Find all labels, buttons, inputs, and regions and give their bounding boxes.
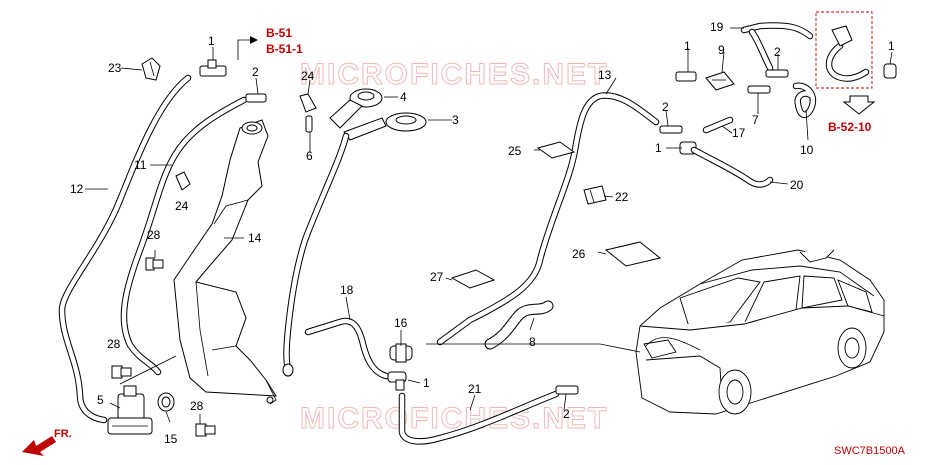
hose-19-down (748, 28, 774, 72)
leader-lines (85, 27, 893, 424)
bolt-28b (111, 365, 132, 379)
callout-1-upper: 1 (684, 39, 691, 53)
hose-20 (690, 146, 774, 188)
callout-1-top: 1 (208, 34, 215, 48)
grommet-16 (389, 343, 413, 363)
clip-23 (141, 57, 161, 81)
callout-18: 18 (340, 283, 354, 297)
hose-12 (58, 74, 192, 424)
hose-18 (304, 317, 390, 380)
joint-7 (747, 85, 771, 94)
callout-labels: 1 2 23 12 11 24 28 14 28 5 15 28 24 6 4 … (70, 20, 895, 446)
callout-28-c: 28 (190, 399, 204, 413)
reservoir-tank-14 (173, 119, 277, 405)
joint-1-upper-right (675, 71, 697, 82)
callout-17: 17 (732, 126, 746, 140)
joint-1-far-right (883, 63, 897, 79)
ref-arrowhead-b51 (250, 36, 258, 44)
front-direction-indicator: FR. (22, 428, 72, 456)
callout-27: 27 (430, 270, 444, 284)
hose-21 (398, 390, 560, 445)
callout-1-far-right: 1 (888, 39, 895, 53)
callout-22: 22 (615, 190, 629, 204)
callout-2-middle: 2 (662, 100, 669, 114)
bolt-28c (195, 423, 216, 437)
callout-2-left: 2 (252, 65, 259, 79)
ref-b52-10[interactable]: B-52-10 (828, 120, 872, 134)
check-valve-2-left (245, 77, 267, 103)
callout-1-middle: 1 (655, 141, 662, 155)
callout-5: 5 (97, 393, 104, 407)
ref-arrow-b51 (237, 39, 250, 60)
watermark-bottom: MICROFICHES.NET (300, 402, 608, 435)
grommet-15 (157, 392, 175, 412)
callout-26: 26 (572, 247, 586, 261)
joint-9 (705, 71, 735, 91)
hose-13 (436, 92, 660, 346)
detail-box (815, 11, 873, 89)
check-valve-2-upper (765, 69, 789, 78)
callout-20: 20 (790, 178, 804, 192)
callout-28-b: 28 (107, 337, 121, 351)
tube-6 (305, 115, 313, 133)
clip-24-top (299, 93, 317, 113)
pad-26 (604, 241, 662, 267)
callout-1-bottom: 1 (423, 376, 430, 390)
watermark-top: MICROFICHES.NET (300, 58, 608, 91)
ref-b51[interactable]: B-51 (266, 26, 292, 40)
callout-10: 10 (800, 143, 814, 157)
hose-19 (740, 22, 814, 40)
callout-23: 23 (108, 61, 122, 75)
callout-2-bottom: 2 (563, 407, 570, 421)
car-illustration (635, 249, 885, 415)
callout-21: 21 (468, 382, 482, 396)
clip-22 (583, 185, 607, 205)
callout-6: 6 (306, 149, 313, 163)
callout-9: 9 (718, 43, 725, 57)
check-valve-2-middle (659, 125, 683, 134)
callout-7: 7 (752, 113, 759, 127)
bolt-28a (145, 257, 164, 271)
callout-16: 16 (394, 316, 408, 330)
ref-arrow-b52 (842, 95, 876, 115)
joint-1-bottom (387, 371, 407, 391)
hose-10 (792, 82, 817, 118)
callout-24-left: 24 (175, 199, 189, 213)
hose-11 (120, 96, 248, 376)
ref-b51-1[interactable]: B-51-1 (266, 42, 303, 56)
filler-cap-4 (329, 88, 383, 129)
callout-15: 15 (164, 432, 178, 446)
fr-label: FR. (54, 428, 72, 440)
washer-pump-5 (107, 385, 153, 435)
filler-neck-3 (282, 112, 427, 377)
joint-1-top (199, 47, 227, 77)
callout-28-a: 28 (147, 228, 161, 242)
callout-13: 13 (598, 68, 612, 82)
callout-2-upper: 2 (774, 45, 781, 59)
callout-25: 25 (508, 144, 522, 158)
callout-11: 11 (134, 158, 147, 172)
callout-4: 4 (400, 90, 407, 104)
pad-25 (536, 141, 576, 159)
clip-24-left (175, 171, 191, 191)
diagram-code: SWC7B1500A (834, 445, 906, 457)
corrugated-hose-8 (484, 300, 554, 350)
pad-27 (450, 269, 496, 289)
callout-3: 3 (452, 113, 459, 127)
callout-8: 8 (529, 335, 536, 349)
callout-14: 14 (248, 231, 262, 245)
callout-12: 12 (70, 182, 84, 196)
callout-24-top: 24 (301, 69, 315, 83)
check-valve-2-bottom (555, 385, 579, 395)
hose-17 (702, 116, 734, 134)
callout-19: 19 (710, 20, 724, 34)
